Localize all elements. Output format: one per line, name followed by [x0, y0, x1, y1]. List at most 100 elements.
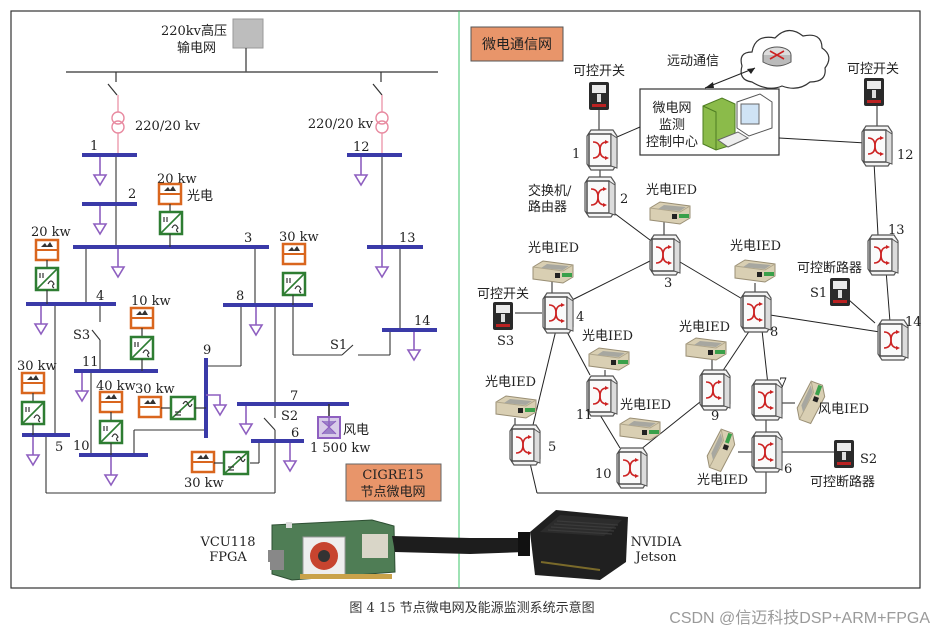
feeder-switch-right [372, 83, 383, 96]
load-icon [75, 372, 89, 402]
controllable-breaker-label-S1: 可控断路器 [797, 260, 862, 276]
network-switch-icon-10 [616, 447, 648, 489]
inverter-icon [281, 271, 307, 297]
feeder-lines [45, 155, 401, 494]
network-switch-icon-1 [586, 129, 618, 171]
breaker-icon [589, 82, 609, 110]
ribbon-cable [392, 532, 530, 556]
load-icon [239, 405, 253, 435]
svg-text:30 kw: 30 kw [17, 359, 57, 374]
pv-ied-icon [734, 259, 776, 283]
svg-text:30 kw: 30 kw [135, 382, 175, 397]
grid-source-label-2: 输电网 [177, 40, 216, 56]
comm-network-title-box: 微电通信网 [470, 26, 564, 62]
load-icon [354, 156, 368, 186]
network-switch-icon-4 [542, 292, 574, 334]
bus-labels: 1 2 3 4 5 6 7 8 9 10 11 12 13 14 [55, 139, 431, 455]
load-icon [407, 331, 421, 361]
node-label-5: 5 [548, 440, 556, 455]
bus-bars [22, 153, 437, 457]
pv-panel-icon [98, 390, 124, 414]
remote-comm-label: 远动通信 [667, 54, 719, 69]
breaker-icon-S1 [830, 278, 850, 306]
bus-label-8: 8 [236, 289, 244, 304]
svg-text:光电: 光电 [187, 189, 213, 204]
jetson-label-2: Jetson [634, 550, 678, 565]
load-icon [93, 156, 107, 186]
bus-label-14: 14 [414, 314, 431, 329]
figure-caption: 图 4 15 节点微电网及能源监测系统示意图 [349, 601, 595, 616]
svg-text:控制中心: 控制中心 [646, 135, 698, 150]
pv-ied-label-8: 光电IED [730, 239, 781, 254]
load-icon [26, 436, 40, 466]
cigre-title-box: CIGRE15 节点微电网 [345, 463, 442, 502]
network-switch-icon-7 [751, 379, 783, 421]
node-label-12: 12 [897, 148, 914, 163]
hardware-row: VCU118 FPGA [199, 510, 682, 581]
watermark: CSDN @信迈科技DSP+ARM+FPGA [669, 610, 930, 627]
bus-label-2: 2 [128, 187, 136, 202]
svg-text:微电通信网: 微电通信网 [482, 37, 552, 53]
figure-frame [10, 10, 921, 589]
svg-text:10 kw: 10 kw [131, 294, 171, 309]
load-icon [104, 456, 118, 486]
controllable-switch-label-12: 可控开关 [847, 62, 899, 77]
bus-label-9: 9 [203, 343, 211, 358]
node-label-9: 9 [711, 409, 719, 424]
control-center-box: 微电网 监测 控制中心 [639, 88, 780, 156]
node-label-6: 6 [784, 462, 792, 477]
pv-ied-icon [495, 395, 537, 419]
svg-text:1 500 kw: 1 500 kw [310, 441, 370, 456]
pv-panel-icon [157, 182, 183, 206]
svg-text:30 kw: 30 kw [279, 230, 319, 245]
breaker-icon-S3 [493, 302, 513, 330]
network-switch-icon-14 [877, 319, 909, 361]
breaker-icon [864, 78, 884, 106]
wind-ied-label: 风电IED [818, 402, 869, 417]
pv-ied-icon-6 [703, 427, 739, 474]
pv-unit-bus5: 30 kw [17, 359, 57, 435]
jetson-label-1: NVIDIA [631, 535, 682, 550]
node-label-13: 13 [888, 223, 905, 238]
network-switch-icon-6 [751, 431, 783, 473]
controllable-switch-label-S3: 可控开关 [477, 287, 529, 302]
transformer-right-icon [375, 111, 389, 134]
inverter-icon [169, 395, 197, 421]
node-label-11: 11 [576, 408, 593, 423]
controllable-switch-label-1: 可控开关 [573, 64, 625, 79]
breaker-id-S2: S2 [860, 452, 877, 467]
network-switch-icon-12 [861, 125, 893, 167]
svg-text:CIGRE15: CIGRE15 [362, 468, 423, 483]
network-switches [509, 125, 909, 489]
load-icon [93, 205, 107, 235]
pv-panel-icon [137, 395, 163, 419]
switch-router-label-2: 路由器 [528, 199, 567, 215]
pv-ied-icon [588, 347, 630, 371]
pv-unit-bus3: 20 kw 光电 [157, 172, 213, 247]
controllable-breaker-label-S2: 可控断路器 [810, 474, 875, 490]
switch-label-S3: S3 [73, 328, 90, 343]
pv-ied-label-10: 光电IED [620, 398, 671, 413]
right-panel-comm-network: 微电通信网 远动通信 微电网 监测 控制中心 [470, 26, 922, 494]
svg-text:监测: 监测 [659, 118, 685, 133]
fpga-label-1: VCU118 [199, 535, 255, 550]
svg-text:微电网: 微电网 [652, 101, 691, 116]
node-label-10: 10 [595, 467, 612, 482]
network-switch-icon-3 [649, 234, 681, 276]
grid-source-box [232, 18, 264, 49]
network-switch-icon-2 [584, 176, 616, 218]
fpga-label-2: FPGA [209, 550, 247, 565]
grid-source-label-1: 220kv高压 [161, 23, 227, 39]
transformer-left-icon [111, 111, 125, 134]
network-switch-icon-8 [740, 291, 772, 333]
node-label-4: 4 [576, 310, 584, 325]
bus-label-13: 13 [399, 231, 416, 246]
wind-turbine-icon [317, 416, 341, 439]
node-label-7: 7 [779, 376, 787, 391]
bus-label-12: 12 [353, 140, 370, 155]
fpga-board-icon [268, 519, 396, 581]
node-label-8: 8 [770, 325, 778, 340]
bus-label-7: 7 [290, 389, 298, 404]
transformer-right-label: 220/20 kv [308, 117, 374, 132]
wind-unit-bus7: 风电 1 500 kw [310, 404, 370, 456]
